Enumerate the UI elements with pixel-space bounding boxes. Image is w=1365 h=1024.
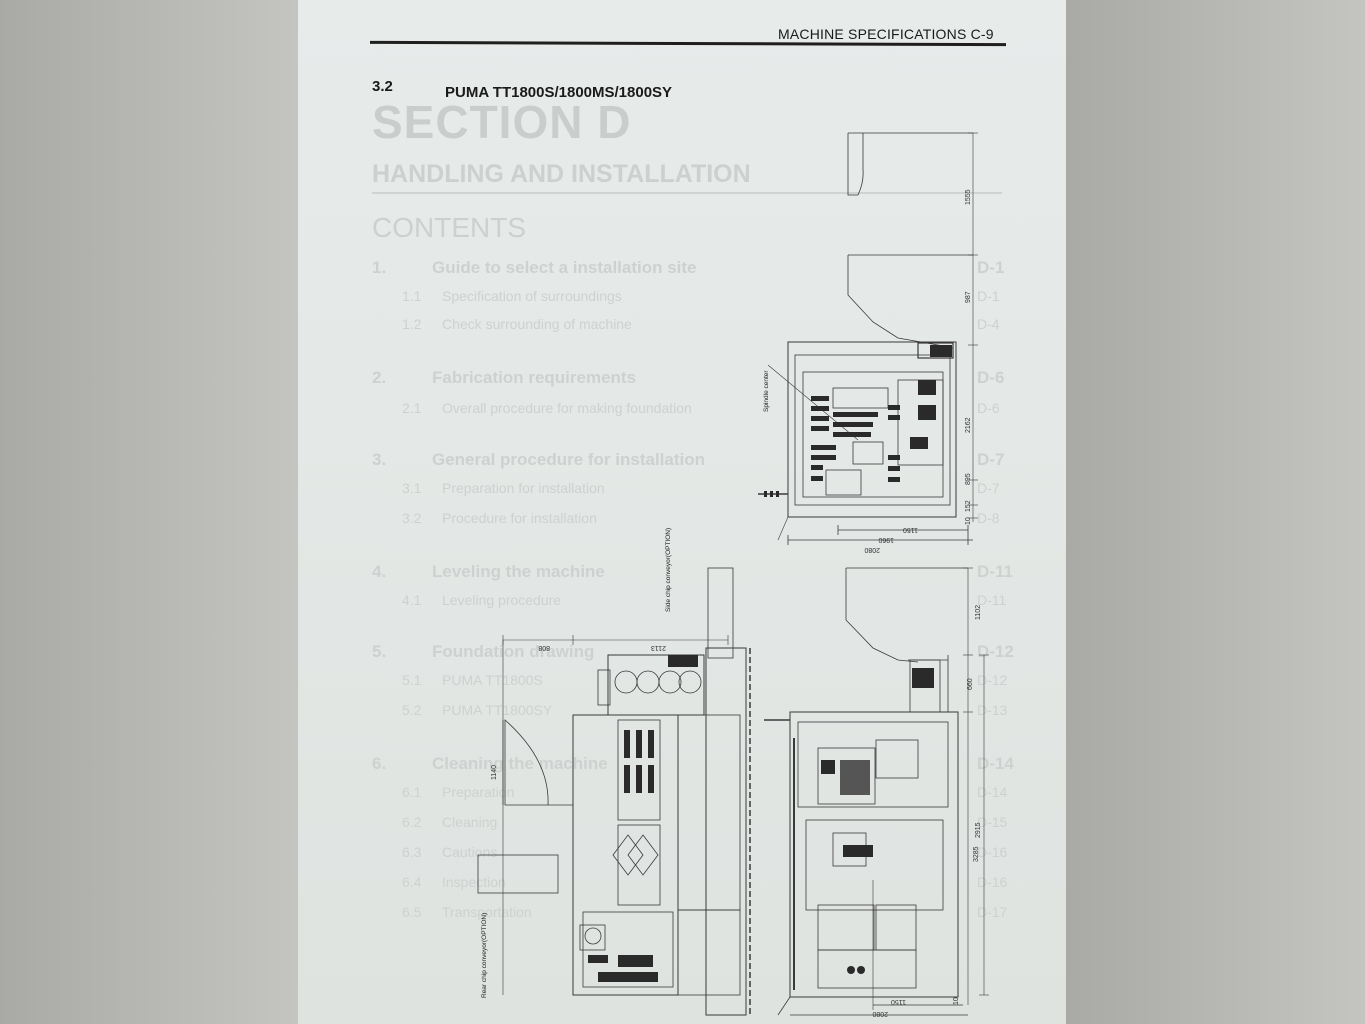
- ghost-toc-text: Leveling the machine: [432, 562, 605, 581]
- ghost-toc-num: 6.1: [402, 784, 422, 800]
- ghost-toc-num: 6.4: [402, 874, 422, 890]
- dim-10-top: 10: [965, 517, 972, 525]
- dim-987: 987: [965, 291, 972, 303]
- ghost-toc-page: D-11: [977, 562, 1013, 581]
- dim-1102: 1102: [975, 605, 982, 620]
- ghost-toc-page: D-1: [977, 288, 1000, 304]
- dim-808: 808: [538, 644, 550, 651]
- ghost-toc-text: Cleaning the machine: [432, 754, 608, 773]
- ghost-toc-page: D-4: [977, 316, 1000, 332]
- dim-1555: 1555: [965, 189, 972, 205]
- ghost-toc-text: Cautions: [442, 844, 498, 860]
- ghost-toc-num: 5.1: [402, 672, 422, 688]
- ghost-toc-page: D-1: [977, 258, 1005, 277]
- ghost-toc-page: D-16: [977, 874, 1008, 890]
- ghost-toc-num: 6.5: [402, 904, 422, 920]
- ghost-toc-text: PUMA TT1800SY: [442, 702, 553, 718]
- ghost-toc-num: 1.2: [402, 316, 422, 332]
- plan-view-details: [588, 655, 698, 982]
- ghost-toc-page: D-13: [977, 702, 1008, 718]
- ghost-toc-text: Overall procedure for making foundation: [442, 400, 692, 416]
- ghost-toc-text: Specification of surroundings: [442, 288, 622, 304]
- ghost-section-subtitle: HANDLING AND INSTALLATION: [372, 160, 751, 188]
- dimension-labels: 1555 987 2162 895 152 10 1150 1960 2080 …: [481, 189, 982, 1017]
- ghost-toc-page: D-11: [977, 592, 1007, 608]
- section-number: 3.2: [372, 78, 393, 95]
- dim-1150-top: 1150: [903, 526, 918, 533]
- dim-2113: 2113: [651, 644, 666, 651]
- layout-drawing: 1555 987 2162 895 152 10 1150 1960 2080 …: [477, 132, 989, 1017]
- ghost-toc-text: Check surrounding of machine: [442, 316, 632, 332]
- background-right: [1066, 0, 1365, 1024]
- background-left: [0, 0, 298, 1024]
- ghost-toc-text: General procedure for installation: [432, 450, 706, 469]
- side-view: [764, 567, 989, 1016]
- ghost-toc-num: 5.: [372, 642, 387, 661]
- ghost-toc-text: Procedure for installation: [442, 510, 597, 526]
- ghost-toc-text: Fabrication requirements: [432, 368, 637, 387]
- ghost-contents: CONTENTS: [372, 212, 526, 243]
- ghost-toc-page: D-7: [977, 480, 1000, 496]
- spindle-center-label: Spindle center: [763, 370, 770, 412]
- dim-1140: 1140: [491, 765, 498, 780]
- side-view-details: [821, 668, 934, 974]
- ghost-toc-text: PUMA TT1800S: [442, 672, 543, 688]
- ghost-toc-page: D-16: [977, 844, 1008, 860]
- top-view: [758, 132, 978, 545]
- ghost-toc-num: 4.1: [402, 592, 422, 608]
- ghost-toc-page: D-12: [977, 642, 1014, 661]
- dim-1150-bottom: 1150: [891, 998, 906, 1005]
- ghost-toc-page: D-6: [977, 400, 1000, 416]
- ghost-toc-page: D-15: [977, 814, 1008, 830]
- dim-895: 895: [965, 473, 972, 485]
- ghost-toc-page: D-14: [977, 784, 1008, 800]
- ghost-toc-num: 1.1: [402, 288, 422, 304]
- ghost-toc-num: 6.3: [402, 844, 422, 860]
- ghost-toc-num: 5.2: [402, 702, 422, 718]
- ghost-toc-num: 3.2: [402, 510, 422, 526]
- ghost-toc-text: Preparation: [442, 784, 515, 800]
- ghost-toc-page: D-17: [977, 904, 1008, 920]
- ghost-toc-text: Transportation: [442, 904, 532, 920]
- dim-2915: 2915: [975, 822, 982, 838]
- dim-660: 660: [967, 678, 974, 690]
- dim-152: 152: [965, 500, 972, 512]
- ghost-toc-num: 6.: [372, 754, 387, 773]
- ghost-toc-text: Inspection: [442, 874, 506, 890]
- ghost-toc-num: 2.1: [402, 400, 422, 416]
- ghost-toc-text: Foundation drawing: [432, 642, 595, 661]
- ghost-toc-num: 2.: [372, 368, 387, 387]
- dim-2080-bottom: 2080: [872, 1010, 888, 1017]
- ghost-toc-page: D-6: [977, 368, 1005, 387]
- dim-3285: 3285: [973, 846, 980, 862]
- ghost-rule: [372, 192, 1002, 194]
- rear-chip-conveyor-label: Rear chip conveyor(OPTION): [481, 913, 488, 998]
- ghost-toc-page: D-14: [977, 754, 1014, 773]
- ghost-toc-text: Guide to select a installation site: [432, 258, 697, 277]
- document-page: SECTION D HANDLING AND INSTALLATION CONT…: [298, 0, 1066, 1024]
- ghost-toc-page: D-12: [977, 672, 1008, 688]
- section-title: PUMA TT1800S/1800MS/1800SY: [445, 84, 673, 101]
- ghost-toc-text: Preparation for installation: [442, 480, 605, 496]
- dim-2162: 2162: [965, 417, 972, 433]
- ghost-toc-page: D-8: [977, 510, 1000, 526]
- top-view-details: [764, 345, 952, 497]
- ghost-toc-num: 3.: [372, 450, 387, 469]
- ghost-toc-text: Leveling procedure: [442, 592, 562, 608]
- ghost-toc-num: 3.1: [402, 480, 422, 496]
- page-header: MACHINE SPECIFICATIONS C-9: [778, 26, 994, 42]
- ghost-toc-page: D-7: [977, 450, 1005, 469]
- dim-1960: 1960: [878, 536, 894, 543]
- dim-2080-top: 2080: [864, 546, 880, 553]
- ghost-toc-num: 6.2: [402, 814, 422, 830]
- dim-10-bottom: 10: [953, 997, 960, 1005]
- ghost-toc-num: 4.: [372, 562, 387, 581]
- ghost-toc-num: 1.: [372, 258, 387, 277]
- ghost-toc-text: Cleaning: [442, 814, 498, 830]
- plan-view: [477, 567, 751, 1016]
- ghost-section-heading: SECTION D: [372, 96, 632, 148]
- side-chip-conveyor-label: Side chip conveyor(OPTION): [665, 528, 672, 612]
